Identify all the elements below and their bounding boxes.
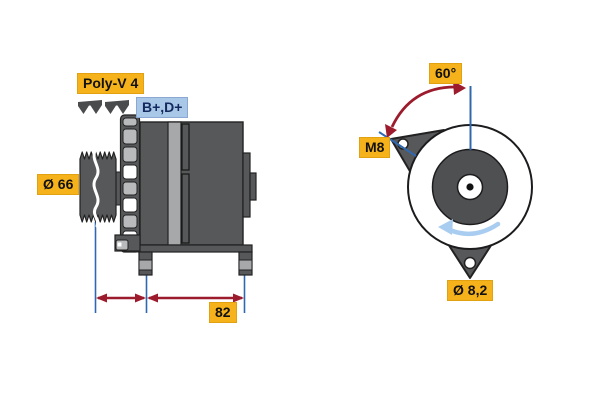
- pulley-diameter-label: Ø 66: [37, 174, 80, 195]
- mount-angle-label: 60°: [429, 63, 463, 84]
- shaft-center: [466, 183, 474, 191]
- angle-arc-arrow: [385, 81, 466, 138]
- poly-v-belt-ribs-icon: [78, 100, 129, 114]
- thread-size-label: M8: [359, 137, 391, 158]
- alternator-housing-side: [137, 121, 257, 253]
- break-line: [92, 147, 100, 228]
- arrowhead-icon: [96, 293, 107, 303]
- side-view-drawing: [78, 100, 257, 313]
- mount-hole-diameter-label: Ø 8,2: [447, 280, 494, 301]
- arrowhead-icon: [135, 293, 146, 303]
- mounting-foot-left: [138, 251, 153, 276]
- lug-hole-bottom: [463, 256, 477, 270]
- dimension-arrows: [96, 293, 244, 303]
- arrowhead-icon: [147, 293, 158, 303]
- stator-band: [167, 121, 182, 246]
- m8-reference-line: [378, 131, 417, 157]
- rotation-direction-arrow-icon: [438, 219, 501, 237]
- bottom-flange: [137, 244, 253, 253]
- extension-lines: [94, 222, 246, 313]
- front-view-drawing: [378, 81, 533, 279]
- pulley: [79, 147, 117, 228]
- mounting-foot-right: [238, 251, 253, 276]
- terminal-label: B+,D+: [136, 97, 189, 118]
- belt-type-label: Poly-V 4: [77, 73, 145, 94]
- front-bracket-vents: [119, 114, 141, 253]
- terminal-block: [249, 172, 257, 201]
- rear-flange: [242, 152, 251, 218]
- front-lower-mount: [114, 234, 141, 252]
- arrowhead-icon: [233, 293, 244, 303]
- length-dimension-label: 82: [209, 302, 237, 323]
